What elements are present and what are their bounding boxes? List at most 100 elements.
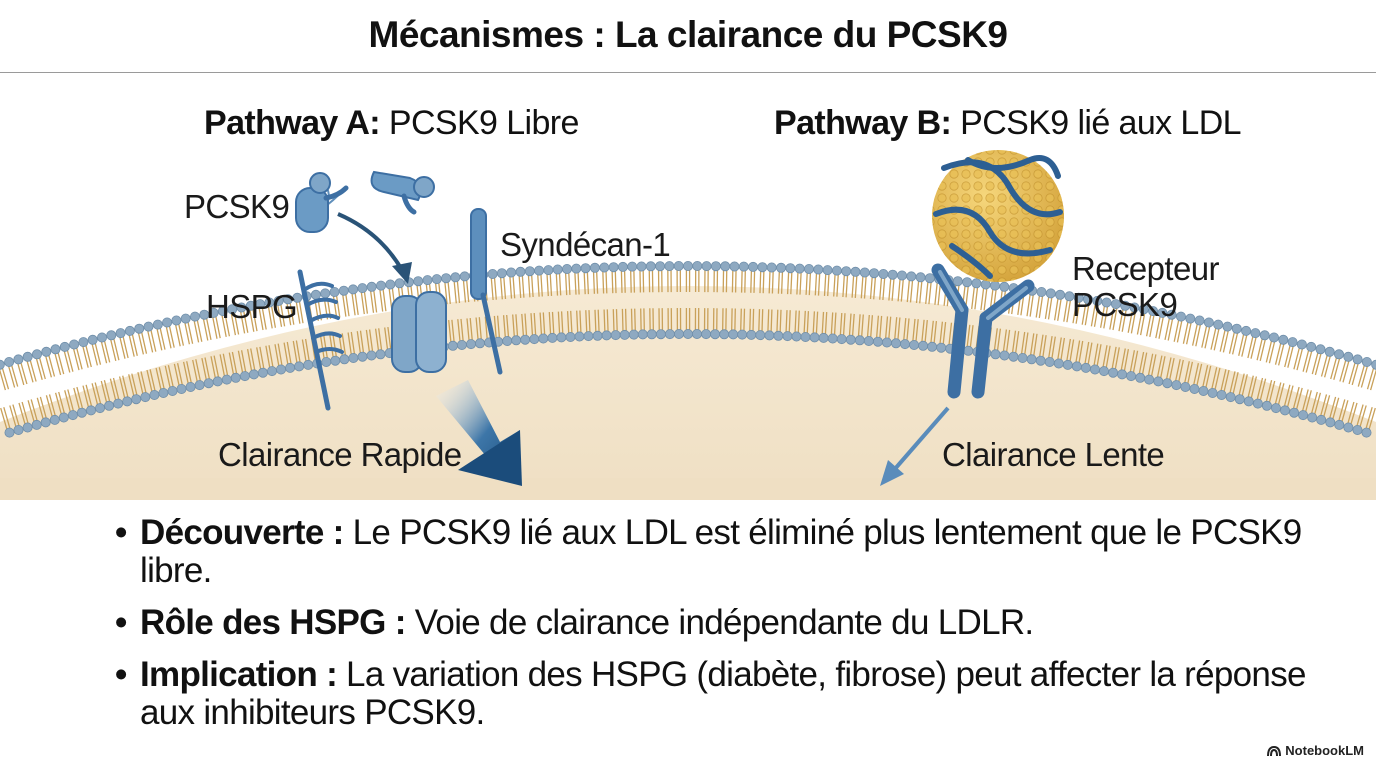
lipid-head — [592, 330, 603, 341]
lipid-head — [152, 319, 163, 330]
lipid-head — [952, 276, 963, 287]
lipid-head — [1090, 364, 1101, 375]
lipid-head — [275, 364, 286, 375]
syndecan-1-molecule — [470, 208, 503, 375]
pathway-a-prefix: Pathway A: — [204, 104, 381, 142]
lipid-head — [936, 342, 947, 353]
receptor-label-line1: Recepteur — [1072, 250, 1219, 287]
lipid-head — [583, 331, 594, 342]
lipid-head — [850, 266, 861, 277]
lipid-head — [338, 285, 349, 296]
lipid-head — [836, 334, 847, 345]
lipid-head — [990, 280, 1001, 291]
lipid-head — [115, 328, 126, 339]
lipid-head — [447, 340, 458, 351]
lipid-head — [230, 372, 241, 383]
lipid-head — [310, 289, 321, 300]
lipid-head — [757, 262, 768, 273]
lipid-head — [881, 337, 892, 348]
lipid-head — [748, 261, 759, 272]
lipid-head — [791, 331, 802, 342]
lipid-head — [924, 273, 935, 284]
lipid-head — [1162, 378, 1173, 389]
lipid-head — [1099, 366, 1110, 377]
lipid-head — [4, 356, 15, 367]
lipid-head — [571, 263, 582, 274]
lipid-head — [199, 309, 210, 320]
lipid-head — [794, 263, 805, 274]
lipid-head — [87, 334, 98, 345]
membrane-channel — [391, 291, 447, 373]
lipid-head — [818, 332, 829, 343]
lipid-head — [58, 412, 69, 423]
lipid-head — [1189, 383, 1200, 394]
lipid-head — [580, 263, 591, 274]
lipid-head — [431, 274, 442, 285]
lipid-head — [529, 334, 540, 345]
hspg-label: HSPG — [206, 288, 298, 325]
lipid-head — [375, 280, 386, 291]
pcsk9-protein-1 — [295, 172, 349, 233]
binding-arrow-head — [392, 262, 412, 284]
lipid-head — [357, 351, 368, 362]
lipid-head — [487, 268, 498, 279]
lipid-head — [1129, 302, 1140, 313]
lipid-head — [701, 329, 712, 340]
lipid-head — [556, 332, 567, 343]
lipid-head — [385, 279, 396, 290]
lipid-head — [664, 329, 675, 340]
lipid-head — [1185, 313, 1196, 324]
lipid-head — [1252, 398, 1263, 409]
lipid-head — [1241, 325, 1252, 336]
lipid-head — [41, 346, 52, 357]
lipid-head — [773, 330, 784, 341]
lipid-head — [1334, 349, 1345, 360]
lipid-head — [1324, 346, 1335, 357]
lipid-head — [646, 329, 657, 340]
lipid-head — [1280, 405, 1291, 416]
lipid-head — [785, 263, 796, 274]
lipid-head — [1135, 372, 1146, 383]
lipid-head — [1203, 317, 1214, 328]
lipid-head — [140, 392, 151, 403]
lipid-head — [180, 313, 191, 324]
lipid-head — [918, 340, 929, 351]
lipid-head — [239, 371, 250, 382]
lipid-head — [746, 329, 757, 340]
lipid-head — [1071, 361, 1082, 372]
lipid-head — [366, 281, 377, 292]
lipid-head — [628, 329, 639, 340]
lipid-head — [248, 369, 259, 380]
lipid-head — [167, 385, 178, 396]
lipid-head — [511, 335, 522, 346]
finding-text: Le PCSK9 lié aux LDL est éliminé plus le… — [140, 513, 1302, 590]
lipid-head — [1296, 339, 1307, 350]
lipid-head — [1153, 376, 1164, 387]
lipid-head — [413, 276, 424, 287]
pathway-b-heading: Pathway B: PCSK9 lié aux LDL — [774, 104, 1242, 142]
fast-clearance-label: Clairance Rapide — [218, 436, 462, 473]
lipid-head — [1117, 369, 1128, 380]
lipid-head — [619, 329, 630, 340]
lipid-head — [86, 405, 97, 416]
pcsk9-receptor — [931, 263, 1035, 399]
lipid-head — [212, 376, 223, 387]
lipid-head — [1243, 396, 1254, 407]
page-title: Mécanismes : La clairance du PCSK9 — [368, 14, 1009, 55]
lipid-head — [1259, 330, 1270, 341]
lipid-head — [320, 288, 331, 299]
title-divider — [0, 72, 1376, 73]
pathway-b-name: PCSK9 lié aux LDL — [960, 104, 1241, 142]
lipid-head — [131, 394, 142, 405]
lipid-head — [49, 414, 60, 425]
lipid-head — [599, 262, 610, 273]
lipid-head — [710, 329, 721, 340]
lipid-head — [897, 270, 908, 281]
lipid-head — [827, 333, 838, 344]
lipid-head — [176, 383, 187, 394]
lipid-head — [909, 339, 920, 350]
lipid-head — [1144, 374, 1155, 385]
lipid-head — [124, 325, 135, 336]
lipid-head — [134, 323, 145, 334]
lipid-head — [1026, 354, 1037, 365]
